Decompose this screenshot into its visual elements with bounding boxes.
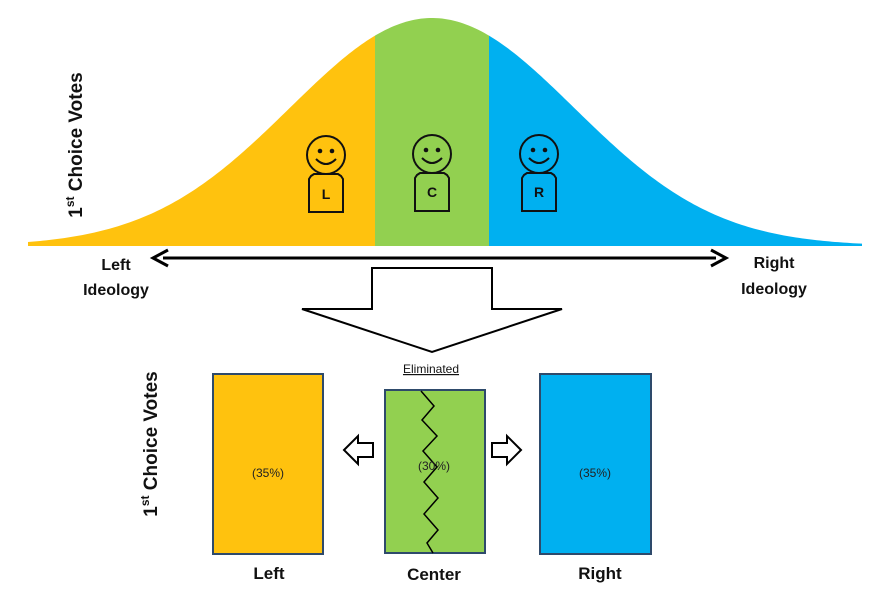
eliminated-label: Eliminated (403, 362, 459, 376)
top-ylabel-rest: Choice Votes (66, 72, 87, 196)
curve-center-region (375, 18, 489, 246)
top-ylabel-sup: st (63, 196, 77, 207)
curve-right-region (489, 35, 862, 246)
axis-left-line1: Left (101, 257, 131, 274)
center-split-zigzag (420, 390, 439, 554)
candidate-left-icon: L (306, 135, 346, 213)
bar-right-pct: (35%) (579, 466, 611, 480)
candidate-right-icon: R (519, 134, 559, 212)
bar-left (212, 373, 324, 555)
bottom-ylabel-rest: Choice Votes (141, 371, 162, 495)
bottom-y-axis-label: 1st Choice Votes (138, 371, 162, 516)
down-arrow-icon (301, 267, 563, 354)
arrow-right-icon (491, 433, 523, 467)
bar-right-name: Right (578, 564, 622, 583)
bottom-ylabel-prefix: 1 (141, 506, 162, 517)
arrow-left-icon (342, 433, 374, 467)
top-ylabel-prefix: 1 (66, 207, 87, 218)
axis-left-line2: Ideology (83, 282, 149, 299)
bar-left-name: Left (253, 564, 285, 583)
candidate-right-letter: R (534, 184, 544, 200)
axis-right-line1: Right (754, 255, 796, 272)
bar-right (539, 373, 652, 555)
candidate-center-letter: C (427, 184, 437, 200)
bell-curve (28, 18, 862, 246)
bar-center-pct: (30%) (418, 459, 450, 473)
ideology-double-arrow (149, 248, 730, 268)
top-y-axis-label: 1st Choice Votes (63, 72, 87, 217)
candidate-left-letter: L (322, 186, 331, 202)
bar-center-name: Center (407, 565, 461, 584)
curve-left-region (28, 35, 375, 246)
bottom-ylabel-sup: st (138, 495, 152, 506)
candidate-center-icon: C (412, 134, 452, 212)
axis-right-line2: Ideology (741, 281, 807, 298)
bar-left-pct: (35%) (252, 466, 284, 480)
